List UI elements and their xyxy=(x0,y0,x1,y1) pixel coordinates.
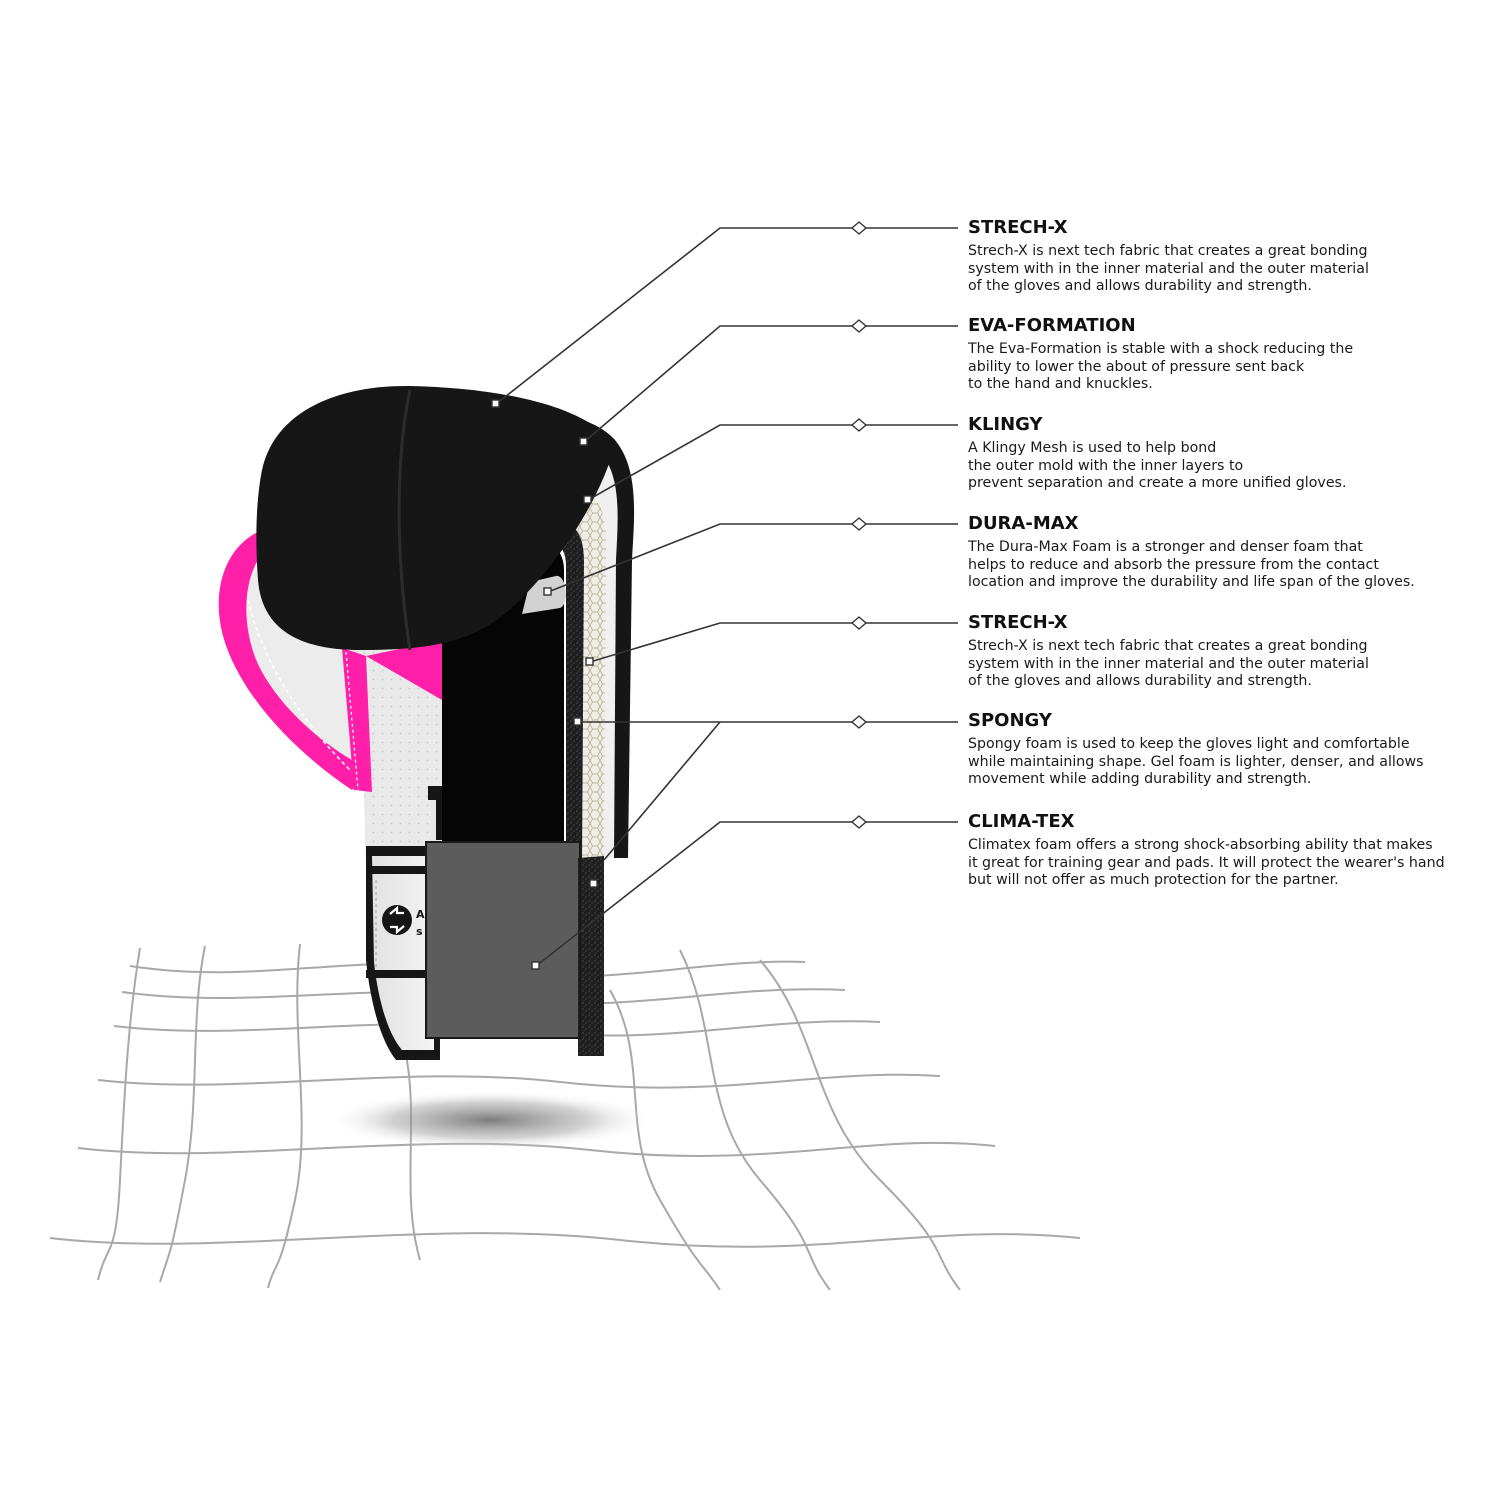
layer-description: Strech-X is next tech fabric that create… xyxy=(968,638,1369,689)
callout-line-3 xyxy=(587,424,852,501)
callout-line-4 xyxy=(547,523,852,593)
callout-line-2 xyxy=(583,325,852,443)
layer-title: DURA-MAX xyxy=(968,513,1079,534)
layer-title: KLINGY xyxy=(968,414,1043,435)
callout-line-1 xyxy=(495,227,852,405)
layer-outer-edge-grain xyxy=(578,856,604,1056)
layer-title: CLIMA-TEX xyxy=(968,811,1075,832)
cuff-edge xyxy=(428,786,446,840)
callout-line-7 xyxy=(535,821,852,967)
layer-description: Strech-X is next tech fabric that create… xyxy=(968,243,1369,294)
layer-callout-eva-formation: EVA-FORMATION The Eva-Formation is stabl… xyxy=(968,315,1468,394)
layer-description: The Dura-Max Foam is a stronger and dens… xyxy=(968,539,1415,590)
layer-callout-dura-max: DURA-MAX The Dura-Max Foam is a stronger… xyxy=(968,513,1468,592)
layer-title: SPONGY xyxy=(968,710,1052,731)
glove-shadow xyxy=(325,1090,655,1150)
callout-lines xyxy=(495,227,958,967)
layer-description: Climatex foam offers a strong shock-abso… xyxy=(968,837,1445,888)
knuckle-pad xyxy=(256,385,615,650)
wrist-strap: AIR s y xyxy=(366,846,440,1060)
layer-description: A Klingy Mesh is used to help bond the o… xyxy=(968,440,1347,491)
layer-title: STRECH-X xyxy=(968,612,1068,633)
side-stripe-pink xyxy=(342,648,372,792)
layer-description: Spongy foam is used to keep the gloves l… xyxy=(968,736,1424,787)
layer-callout-klingy: KLINGY A Klingy Mesh is used to help bon… xyxy=(968,414,1468,493)
connector-icon xyxy=(850,221,868,829)
layer-callout-strech-x-2: STRECH-X Strech-X is next tech fabric th… xyxy=(968,612,1468,691)
anchor-point-icon xyxy=(491,399,598,970)
layer-callout-clima-tex: CLIMA-TEX Climatex foam offers a strong … xyxy=(968,811,1468,890)
palm-pink-wedge xyxy=(366,640,442,700)
glove-illustration: AIR s y xyxy=(218,385,635,1060)
layer-dura-max xyxy=(490,522,584,858)
thumb-stitch xyxy=(247,599,351,771)
brand-logo-icon xyxy=(382,905,412,935)
layer-description: The Eva-Formation is stable with a shock… xyxy=(968,341,1354,392)
layer-clima-tex-block xyxy=(426,842,580,1038)
callout-markers xyxy=(491,221,868,970)
layer-title: STRECH-X xyxy=(968,217,1068,238)
knuckle-seam xyxy=(397,389,412,651)
callout-line-5 xyxy=(589,622,852,663)
layer-callout-spongy: SPONGY Spongy foam is used to keep the g… xyxy=(968,710,1468,789)
floor-mesh xyxy=(49,943,1081,1291)
layer-title: EVA-FORMATION xyxy=(968,315,1136,336)
layer-callout-strech-x-1: STRECH-X Strech-X is next tech fabric th… xyxy=(968,217,1468,296)
